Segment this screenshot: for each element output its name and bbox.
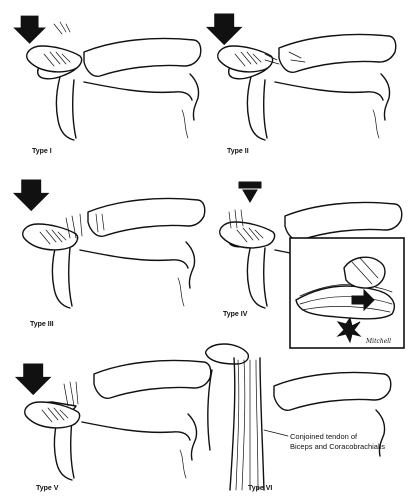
panel-type-4: Type IV xyxy=(219,181,403,318)
panel-label: Type I xyxy=(32,148,52,155)
strain-lines xyxy=(53,21,71,35)
tendon-callout-line-1: Conjoined tendon of xyxy=(290,432,358,441)
torn-ligament-lines xyxy=(228,209,244,229)
panel-type-3: Type III xyxy=(13,179,206,328)
panel-type-2: Type II xyxy=(206,13,397,155)
force-arrow-icon xyxy=(13,179,49,211)
panel-label: Type III xyxy=(30,321,54,328)
star-burst-icon xyxy=(336,316,362,344)
force-arrow-icon xyxy=(238,181,262,203)
panel-label: Type II xyxy=(227,148,249,155)
torn-ligament-lines xyxy=(65,213,105,239)
force-arrow-icon xyxy=(13,15,46,44)
panel-label: Type IV xyxy=(223,311,248,318)
panel-label: Type V xyxy=(36,485,59,492)
conjoined-tendon xyxy=(229,357,265,491)
displacement-arrow-icon xyxy=(351,288,375,312)
force-arrow-icon xyxy=(206,13,242,45)
torn-ligament-lines xyxy=(264,51,306,65)
panel-type-5: Type V xyxy=(15,359,212,492)
type-4-inset: Mitchell xyxy=(289,237,405,349)
panel-type-6: Type VI xyxy=(205,343,392,492)
tendon-callout-line-2: Biceps and Coracobrachialis xyxy=(290,442,385,451)
panel-type-1: Type I xyxy=(13,15,202,155)
force-arrow-icon xyxy=(15,363,51,395)
illustrator-signature: Mitchell xyxy=(365,338,391,345)
panel-label: Type VI xyxy=(248,485,272,492)
torn-ligament-lines xyxy=(63,381,79,407)
